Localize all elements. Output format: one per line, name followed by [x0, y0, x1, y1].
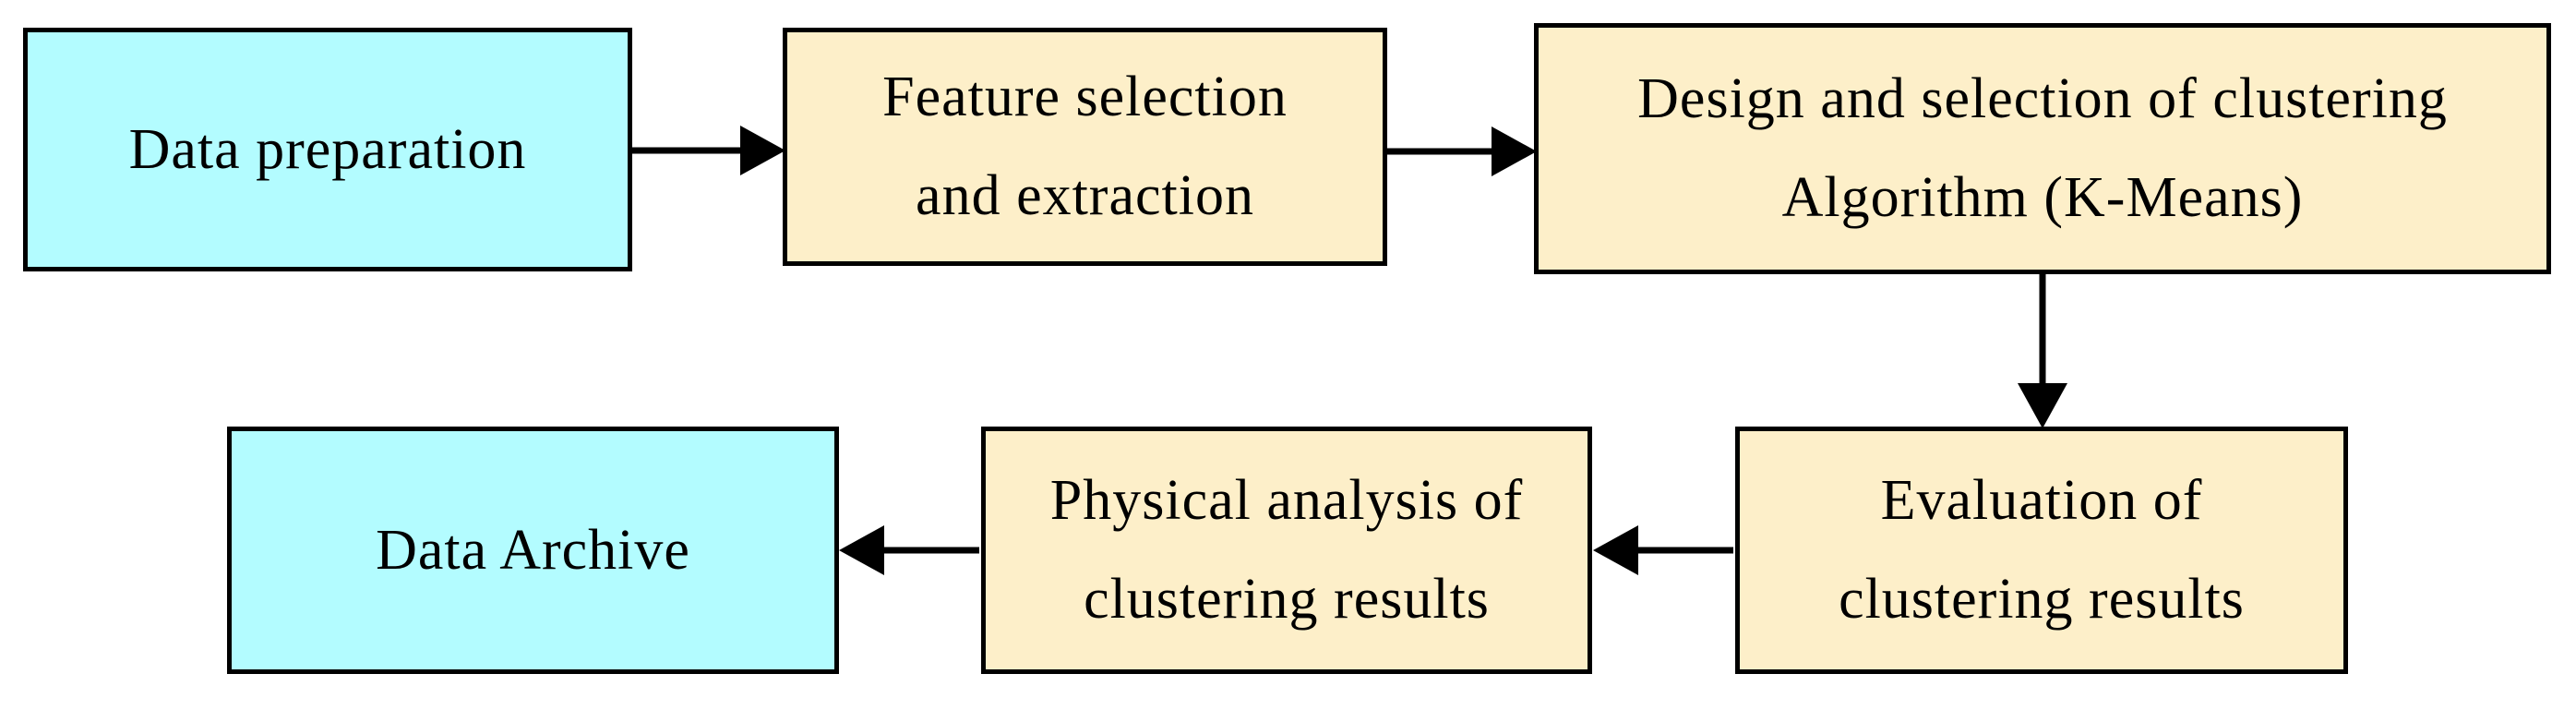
edge-algorithm-design-to-evaluation	[2018, 274, 2067, 428]
node-clustering-algorithm-design: Design and selection of clustering Algor…	[1534, 23, 2551, 274]
edge-feature-selection-to-algorithm-design	[1387, 126, 1537, 176]
node-label: Physical analysis of clustering results	[1049, 469, 1524, 631]
node-label: Design and selection of clustering Algor…	[1637, 67, 2448, 229]
node-clustering-evaluation: Evaluation of clustering results	[1735, 427, 2348, 674]
edge-physical-analysis-to-data-archive	[839, 525, 979, 575]
edge-data-preparation-to-feature-selection	[632, 126, 785, 175]
node-label: Evaluation of clustering results	[1839, 469, 2245, 631]
node-physical-analysis: Physical analysis of clustering results	[981, 427, 1592, 674]
node-data-preparation: Data preparation	[23, 28, 632, 271]
arrowhead-right-icon	[740, 126, 785, 175]
node-feature-selection-extraction: Feature selection and extraction	[783, 28, 1387, 266]
node-label: Data Archive	[376, 518, 690, 582]
arrowhead-left-icon	[1593, 525, 1638, 575]
edge-evaluation-to-physical-analysis	[1593, 525, 1733, 575]
node-label: Feature selection and extraction	[882, 66, 1288, 227]
arrowhead-left-icon	[839, 525, 884, 575]
node-data-archive: Data Archive	[227, 427, 839, 674]
arrowhead-down-icon	[2018, 383, 2067, 428]
node-label: Data preparation	[128, 117, 527, 181]
arrowhead-right-icon	[1492, 126, 1537, 176]
